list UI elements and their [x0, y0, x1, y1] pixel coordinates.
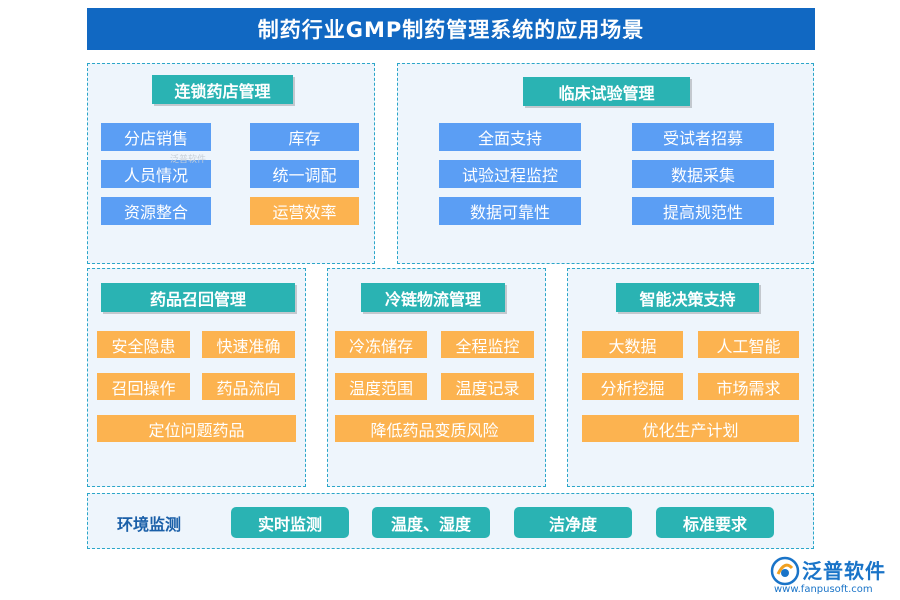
decision-item-ai[interactable]: 人工智能: [698, 331, 799, 358]
cold-item-frozen-storage[interactable]: 冷冻储存: [335, 331, 427, 358]
panel-title-recall: 药品召回管理: [101, 283, 295, 312]
cold-item-temp-range[interactable]: 温度范围: [335, 373, 427, 400]
cold-item-full-monitor[interactable]: 全程监控: [441, 331, 534, 358]
cold-item-temp-record[interactable]: 温度记录: [441, 373, 534, 400]
brand-logo-text: 泛普软件: [802, 559, 886, 583]
env-item-cleanliness[interactable]: 洁净度: [514, 507, 632, 538]
decision-item-analysis[interactable]: 分析挖掘: [582, 373, 683, 400]
clinical-item-data-reliability[interactable]: 数据可靠性: [439, 197, 581, 225]
brand-logo-url: www.fanpusoft.com: [774, 584, 873, 595]
clinical-item-process-monitor[interactable]: 试验过程监控: [439, 160, 581, 188]
recall-item-fast-accurate[interactable]: 快速准确: [202, 331, 295, 358]
chain-item-resource-integration[interactable]: 资源整合: [101, 197, 211, 225]
chain-item-efficiency[interactable]: 运营效率: [250, 197, 359, 225]
panel-title-decision-support: 智能决策支持: [616, 283, 759, 312]
env-item-realtime[interactable]: 实时监测: [231, 507, 349, 538]
env-item-temp-humidity[interactable]: 温度、湿度: [372, 507, 490, 538]
decision-item-big-data[interactable]: 大数据: [582, 331, 683, 358]
recall-item-recall-operation[interactable]: 召回操作: [97, 373, 190, 400]
panel-title-cold-chain: 冷链物流管理: [361, 283, 505, 312]
environment-label: 环境监测: [117, 515, 182, 534]
panel-title-clinical-trial: 临床试验管理: [523, 77, 690, 106]
recall-item-drug-flow[interactable]: 药品流向: [202, 373, 295, 400]
cold-item-reduce-risk[interactable]: 降低药品变质风险: [335, 415, 534, 442]
env-item-standards[interactable]: 标准要求: [656, 507, 774, 538]
clinical-item-recruitment[interactable]: 受试者招募: [632, 123, 774, 151]
recall-item-locate-problem[interactable]: 定位问题药品: [97, 415, 296, 442]
chain-item-allocation[interactable]: 统一调配: [250, 160, 359, 188]
clinical-item-full-support[interactable]: 全面支持: [439, 123, 581, 151]
chain-item-inventory[interactable]: 库存: [250, 123, 359, 151]
page-title: 制药行业GMP制药管理系统的应用场景: [87, 8, 815, 50]
decision-item-production-plan[interactable]: 优化生产计划: [582, 415, 799, 442]
clinical-item-standardization[interactable]: 提高规范性: [632, 197, 774, 225]
panel-title-chain-pharmacy: 连锁药店管理: [152, 75, 293, 104]
decision-item-market-demand[interactable]: 市场需求: [698, 373, 799, 400]
clinical-item-data-collection[interactable]: 数据采集: [632, 160, 774, 188]
recall-item-hazard[interactable]: 安全隐患: [97, 331, 190, 358]
chain-item-staff[interactable]: 人员情况: [101, 160, 211, 188]
chain-item-branch-sales[interactable]: 分店销售: [101, 123, 211, 151]
watermark: 泛普软件: [170, 155, 207, 165]
brand-logo-icon: [770, 556, 800, 586]
brand-logo: 泛普软件 www.fanpusoft.com: [766, 554, 894, 598]
